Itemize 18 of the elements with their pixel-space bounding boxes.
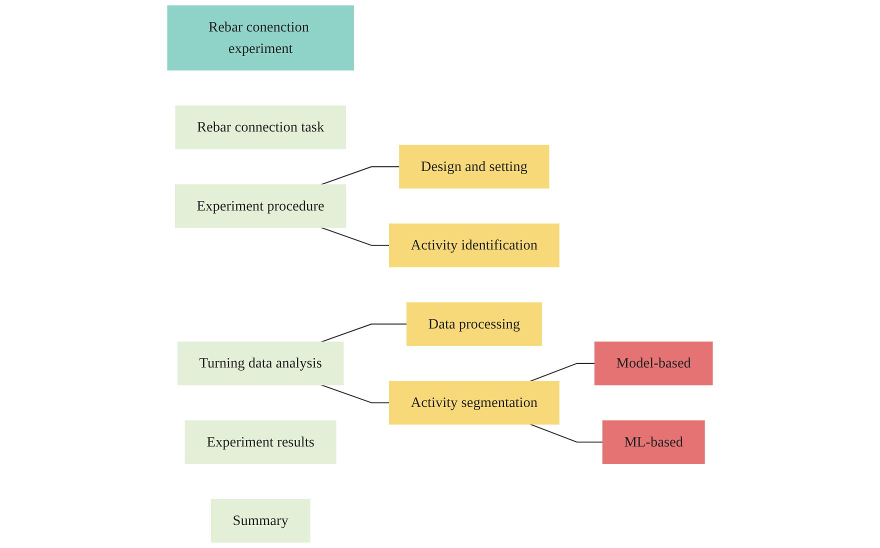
connector <box>530 362 595 382</box>
connector <box>530 424 603 443</box>
node-box: Activity segmentation <box>388 380 560 425</box>
node-box: Activity identification <box>388 224 560 268</box>
node-box: Rebar conenction experiment <box>167 5 354 70</box>
connector <box>320 166 400 186</box>
node-box: Experiment results <box>184 420 336 464</box>
connector <box>320 324 407 342</box>
node-box: Design and setting <box>399 144 550 188</box>
node-box: ML-based <box>602 420 705 464</box>
node-box: Model-based <box>594 342 713 386</box>
connector <box>320 384 390 404</box>
node-box: Rebar connection task <box>175 106 346 150</box>
node-box: Summary <box>210 499 310 543</box>
node-box: Data processing <box>406 302 542 346</box>
node-box: Turning data analysis <box>177 342 344 386</box>
connector <box>320 227 390 246</box>
node-box: Experiment procedure <box>174 184 346 228</box>
